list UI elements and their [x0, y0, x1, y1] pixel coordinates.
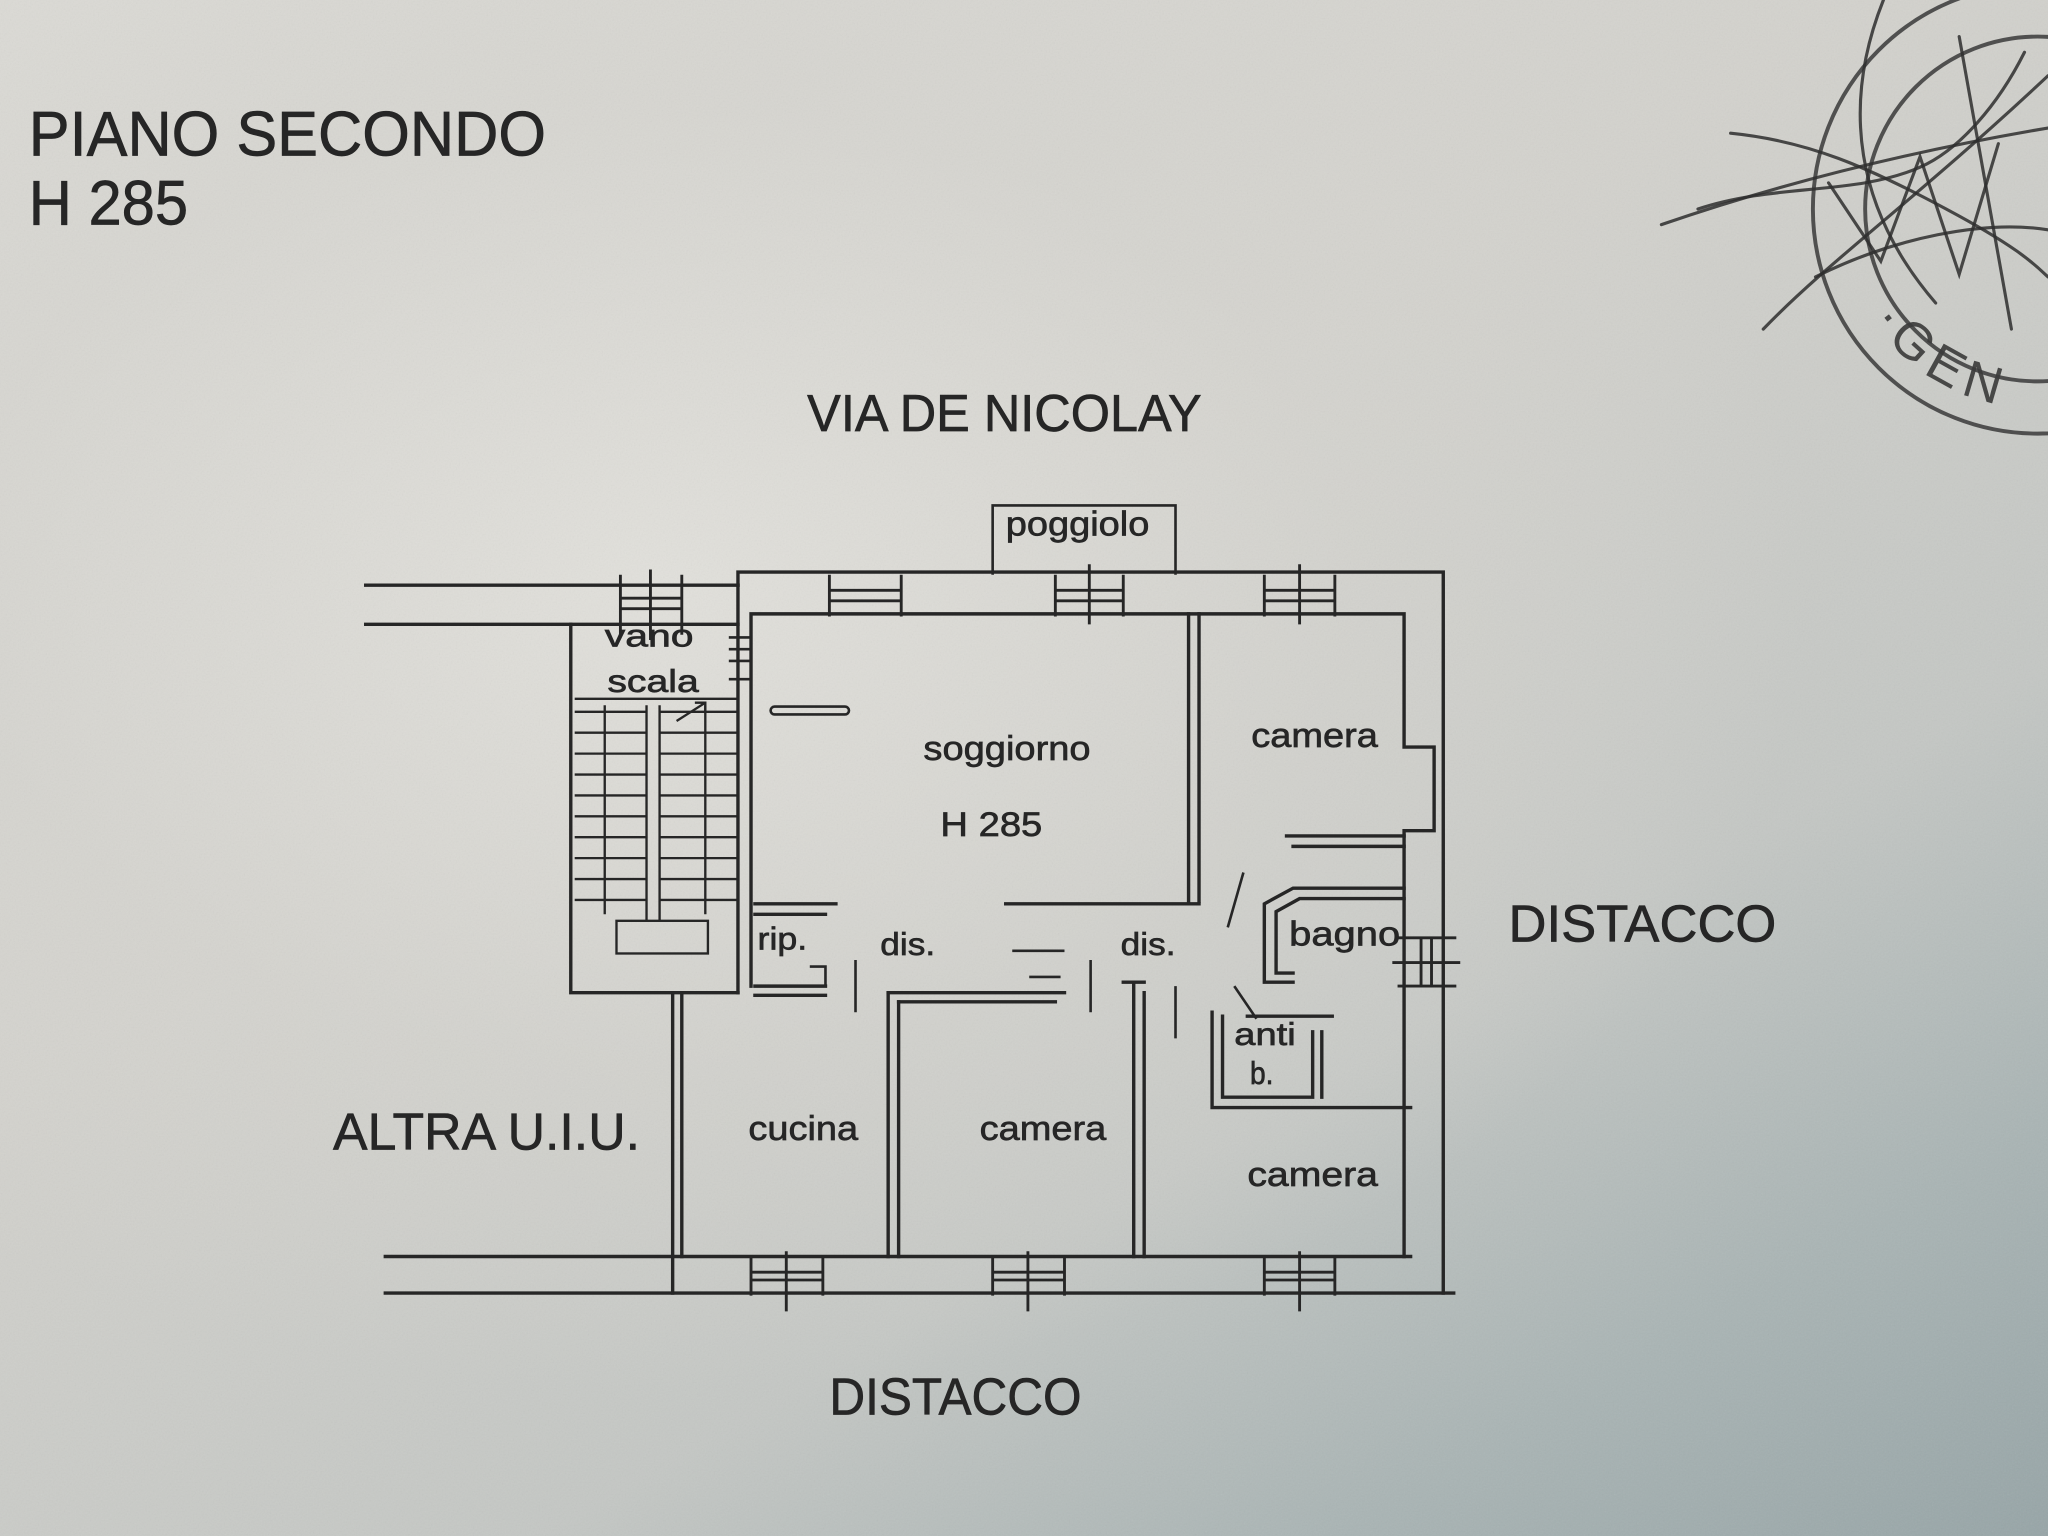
doors	[769, 705, 1258, 1039]
door-storage	[809, 965, 827, 987]
floor-height: H 285	[29, 169, 188, 239]
room-label-soggiorno: soggiorno	[923, 730, 1090, 768]
stair-direction-arrow	[675, 701, 707, 722]
scribble-stroke	[1858, 0, 1938, 305]
bathroom-wall	[1262, 886, 1406, 984]
corridor-mark	[1012, 949, 1065, 979]
stair-treads-right	[659, 710, 738, 902]
door-antibathroom	[1233, 985, 1258, 1020]
stamp-outer-ring	[1811, 0, 2048, 436]
door-bedroom-north	[1226, 872, 1245, 928]
bedroom-north-south-wall	[1284, 834, 1406, 849]
boundary-label-left: ALTRA U.I.U.	[333, 1103, 640, 1161]
bedroom-bedroom-partition	[1132, 980, 1146, 1259]
stair-frame	[574, 697, 738, 921]
room-label-dis-1: dis.	[880, 927, 935, 962]
room-height-soggiorno: H 285	[940, 806, 1042, 844]
window-bathroom	[1392, 936, 1461, 988]
boundary-label-bottom: DISTACCO	[829, 1369, 1081, 1427]
stair-wall-hatch	[728, 636, 752, 681]
room-label-scala: scala	[607, 664, 699, 699]
corridor-south-wall	[753, 980, 1146, 1004]
staircase	[574, 636, 752, 955]
exterior-wall-inner	[749, 612, 1436, 1259]
room-label-camera-north: camera	[1251, 717, 1378, 755]
room-label-vano: vano	[605, 619, 694, 654]
scribble-stroke	[1729, 131, 2048, 279]
stair-treads-left	[574, 710, 647, 902]
window-living-room	[827, 574, 903, 617]
window-kitchen	[749, 1251, 825, 1312]
room-label-anti-b: b.	[1250, 1056, 1274, 1091]
floor-title: PIANO SECONDO	[29, 99, 546, 169]
stair-landing	[615, 919, 710, 955]
room-label-cucina: cucina	[748, 1110, 858, 1148]
living-room-east-wall	[1186, 612, 1201, 903]
scribble-stroke	[1659, 126, 2048, 227]
window-bedroom-southeast	[1262, 1251, 1337, 1312]
balcony-outline	[991, 504, 1177, 575]
signature-scribble	[1659, 0, 2048, 331]
balcony-door	[1053, 564, 1125, 625]
room-label-bagno: bagno	[1289, 916, 1400, 954]
street-label: VIA DE NICOLAY	[807, 385, 1201, 443]
antibathroom-wall	[1210, 1010, 1413, 1110]
room-label-anti: anti	[1234, 1017, 1295, 1052]
room-label-dis-2: dis.	[1121, 927, 1176, 962]
window-bedroom-north	[1262, 564, 1337, 625]
kitchen-bedroom-partition	[886, 990, 901, 1259]
room-label-camera-southeast: camera	[1247, 1156, 1378, 1194]
room-label-poggiolo: poggiolo	[1006, 506, 1150, 544]
kitchen-west-wall	[670, 990, 684, 1295]
scribble-stroke	[1827, 142, 2000, 280]
radiator	[769, 705, 851, 716]
windows	[618, 564, 1461, 1312]
room-label-camera-south: camera	[980, 1110, 1107, 1148]
boundary-label-right: DISTACCO	[1509, 896, 1777, 954]
window-bedroom-south	[991, 1251, 1066, 1312]
window-stairwell	[618, 569, 684, 640]
walls	[364, 570, 1456, 1295]
scribble-stroke	[1813, 225, 2048, 279]
storage-north-wall	[753, 902, 838, 916]
room-label-rip: rip.	[758, 922, 808, 957]
stamp-inner-ring	[1863, 34, 2048, 384]
